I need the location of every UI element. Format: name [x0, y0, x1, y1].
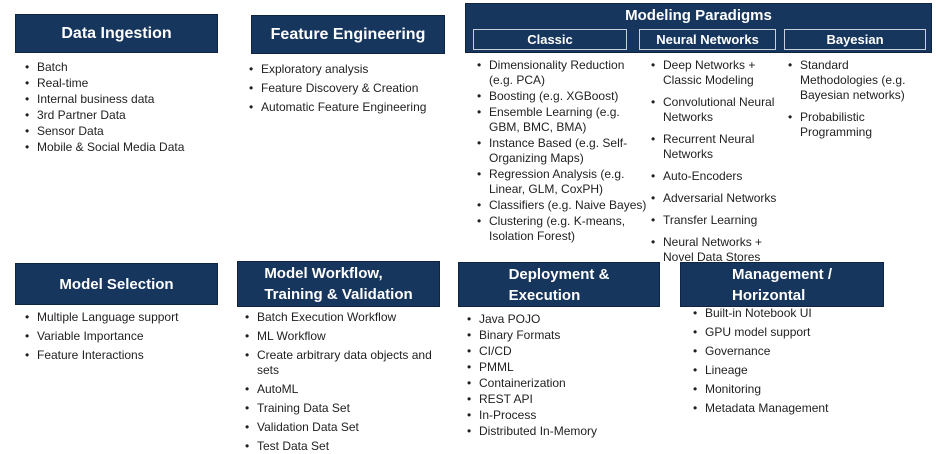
bullet-item: Metadata Management [692, 401, 912, 416]
bullet-item: REST API [466, 392, 646, 407]
bullet-item: Regression Analysis (e.g. Linear, GLM, C… [476, 167, 648, 197]
modeling-paradigms-box: Modeling Paradigms Classic Neural Networ… [465, 3, 932, 53]
bullet-item: Internal business data [24, 92, 224, 107]
bullet-item: Validation Data Set [244, 420, 444, 435]
bullet-item: PMML [466, 360, 646, 375]
management-horizontal-header: Management / Horizontal [680, 262, 884, 307]
bullet-item: Sensor Data [24, 124, 224, 139]
bullet-item: Adversarial Networks [650, 191, 780, 206]
subheader-label: Neural Networks [656, 32, 759, 47]
bullet-item: Binary Formats [466, 328, 646, 343]
modeling-paradigms-title: Modeling Paradigms [625, 7, 772, 24]
bullet-item: In-Process [466, 408, 646, 423]
subheader-bayesian: Bayesian [784, 29, 926, 50]
subheader-label: Classic [527, 32, 573, 47]
model-selection-list: Multiple Language supportVariable Import… [24, 310, 234, 367]
bullet-item: Classifiers (e.g. Naive Bayes) [476, 198, 648, 213]
bullet-item: Variable Importance [24, 329, 234, 344]
model-workflow-header: Model Workflow, Training & Validation [237, 261, 440, 307]
bullet-item: Probabilistic Programming [787, 110, 915, 140]
bullet-item: Real-time [24, 76, 224, 91]
bullet-item: Auto-Encoders [650, 169, 780, 184]
bullet-item: Containerization [466, 376, 646, 391]
bullet-item: Exploratory analysis [248, 62, 448, 77]
subheader-classic: Classic [473, 29, 627, 50]
deployment-execution-header: Deployment & Execution [458, 262, 660, 307]
feature-engineering-list: Exploratory analysisFeature Discovery & … [248, 62, 448, 119]
data-ingestion-header: Data Ingestion [15, 14, 218, 53]
feature-engineering-header: Feature Engineering [251, 15, 445, 54]
bullet-item: Mobile & Social Media Data [24, 140, 224, 155]
bullet-item: Distributed In-Memory [466, 424, 646, 439]
bullet-item: Ensemble Learning (e.g. GBM, BMC, BMA) [476, 105, 648, 135]
bullet-item: Automatic Feature Engineering [248, 100, 448, 115]
neural-networks-list: Deep Networks + Classic ModelingConvolut… [650, 58, 780, 272]
bullet-item: Java POJO [466, 312, 646, 327]
bayesian-list: Standard Methodologies (e.g. Bayesian ne… [787, 58, 915, 147]
bullet-item: Batch Execution Workflow [244, 310, 444, 325]
bullet-item: Neural Networks + Novel Data Stores [650, 235, 780, 265]
bullet-item: Batch [24, 60, 224, 75]
bullet-item: GPU model support [692, 325, 912, 340]
data-ingestion-list: BatchReal-timeInternal business data3rd … [24, 60, 224, 156]
bullet-item: AutoML [244, 382, 444, 397]
bullet-item: Recurrent Neural Networks [650, 132, 780, 162]
classic-list: Dimensionality Reduction (e.g. PCA)Boost… [476, 58, 648, 245]
header-title-line: Model Workflow, [264, 265, 383, 282]
header-title-line: Execution [508, 286, 581, 304]
bullet-item: 3rd Partner Data [24, 108, 224, 123]
bullet-item: Monitoring [692, 382, 912, 397]
bullet-item: Boosting (e.g. XGBoost) [476, 89, 648, 104]
header-title-line: Horizontal [731, 286, 806, 304]
bullet-item: Lineage [692, 363, 912, 378]
management-horizontal-list: Built-in Notebook UI GPU model supportGov… [692, 306, 912, 420]
bullet-item: Transfer Learning [650, 213, 780, 228]
header-title-line: Deployment & [508, 265, 610, 283]
bullet-item: Governance [692, 344, 912, 359]
bullet-item: Create arbitrary data objects and sets [244, 348, 444, 378]
bullet-item: CI/CD [466, 344, 646, 359]
bullet-item: Test Data Set [244, 439, 444, 454]
bullet-item: Feature Interactions [24, 348, 234, 363]
subheader-label: Bayesian [826, 32, 884, 47]
bullet-item: Built-in Notebook UI [692, 306, 912, 321]
subheader-neural-networks: Neural Networks [639, 29, 776, 50]
model-workflow-list: Batch Execution Workflow ML WorkflowCreat… [244, 310, 444, 454]
bullet-item: Dimensionality Reduction (e.g. PCA) [476, 58, 648, 88]
header-title-line: Model Selection [59, 275, 174, 293]
bullet-item: Standard Methodologies (e.g. Bayesian ne… [787, 58, 915, 103]
model-selection-header: Model Selection [15, 263, 218, 305]
bullet-item: Training Data Set [244, 401, 444, 416]
bullet-item: Clustering (e.g. K-means, Isolation Fore… [476, 214, 648, 244]
bullet-item: Deep Networks + Classic Modeling [650, 58, 780, 88]
header-title-line: Data Ingestion [61, 24, 172, 42]
bullet-item: Feature Discovery & Creation [248, 81, 448, 96]
deployment-execution-list: Java POJOBinary FormatsCI/CDPMMLContaine… [466, 312, 646, 440]
bullet-item: Convolutional Neural Networks [650, 95, 780, 125]
bullet-item: ML Workflow [244, 329, 444, 344]
header-title-line: Feature Engineering [270, 25, 426, 43]
header-title-line: Management / [731, 265, 833, 283]
bullet-item: Multiple Language support [24, 310, 234, 325]
header-title-line: Training & Validation [264, 286, 413, 303]
bullet-item: Instance Based (e.g. Self-Organizing Map… [476, 136, 648, 166]
